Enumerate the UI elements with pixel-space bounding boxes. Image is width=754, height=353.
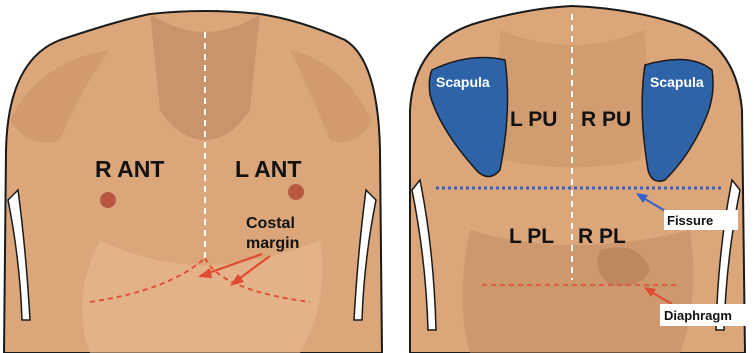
label-r-pl: R PL: [578, 225, 626, 248]
label-costal: Costal: [246, 215, 295, 232]
back-torso: Scapula Scapula L PU R PU L PL R PL Fiss…: [410, 6, 754, 353]
label-l-pl: L PL: [509, 225, 554, 248]
front-nipple-left-side: [288, 184, 304, 200]
front-nipple-right-side: [100, 192, 116, 208]
label-r-pu: R PU: [581, 108, 631, 131]
label-r-ant: R ANT: [95, 156, 164, 182]
label-diaphragm: Diaphragm: [664, 308, 732, 323]
label-margin: margin: [246, 235, 299, 252]
label-l-pu: L PU: [510, 108, 557, 131]
label-scapula-left: Scapula: [436, 74, 490, 90]
label-l-ant: L ANT: [235, 156, 301, 182]
label-fissure: Fissure: [667, 213, 713, 228]
label-scapula-right: Scapula: [650, 74, 704, 90]
back-shade-lower: [463, 230, 694, 353]
front-torso: R ANT L ANT Costal margin: [4, 11, 382, 353]
